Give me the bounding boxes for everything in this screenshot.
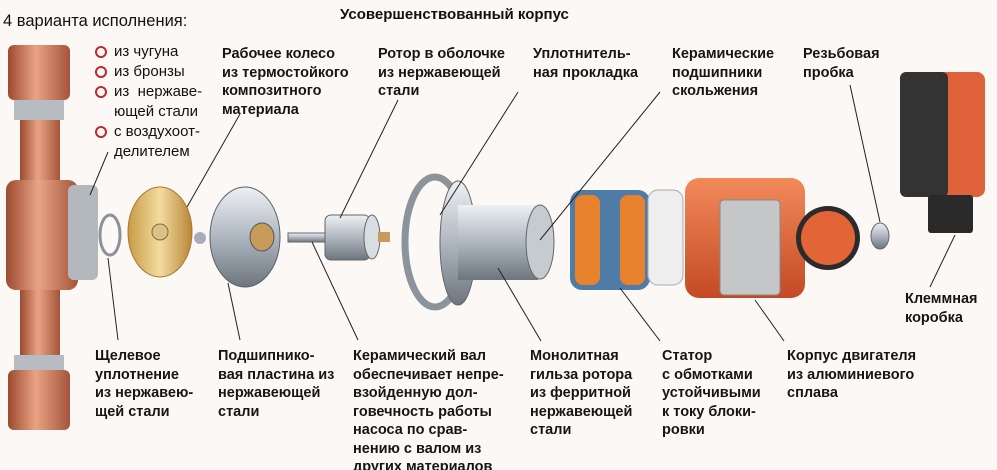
label-impeller: Рабочее колесо из термостойкого композит… xyxy=(222,46,349,118)
label-bearings: Керамические подшипники скольжения xyxy=(672,46,775,99)
list-item: из нержаве- ющей стали xyxy=(95,82,202,122)
variant-label: из бронзы xyxy=(114,63,185,80)
bearing-plate xyxy=(209,186,281,288)
list-item: из бронзы xyxy=(95,62,202,82)
label-ceramic-shaft: Керамический вал обеспечивает непре- взо… xyxy=(353,348,504,470)
bullet-circle-icon xyxy=(95,86,107,98)
bullet-circle-icon xyxy=(95,66,107,78)
threaded-plug xyxy=(870,222,890,250)
stator xyxy=(570,189,684,290)
bullet-circle-icon xyxy=(95,126,107,138)
list-item: из чугуна xyxy=(95,42,202,62)
leader-lines xyxy=(89,84,956,342)
label-plug: Резьбовая пробка xyxy=(803,46,880,81)
terminal-box xyxy=(900,72,985,233)
label-motor-housing: Корпус двигателя из алюминиевого сплава xyxy=(787,348,917,401)
variant-label: с воздухоот- делителем xyxy=(114,123,200,160)
label-rotor-can: Монолитная гильза ротора из ферритной не… xyxy=(530,348,633,438)
pump-casing-pipe xyxy=(6,45,122,430)
impeller xyxy=(127,186,206,278)
variants-list: из чугуна из бронзы из нержаве- ющей ста… xyxy=(95,42,202,162)
list-item: с воздухоот- делителем xyxy=(95,122,202,162)
diagram-title: Усовершенствованный корпус xyxy=(340,6,569,23)
label-terminal-box: Клеммная коробка xyxy=(905,291,978,326)
label-rotor: Ротор в оболочке из нержавеющей стали xyxy=(378,46,505,99)
label-stator: Статор с обмотками устойчивыми к току бл… xyxy=(662,348,761,438)
bullet-circle-icon xyxy=(95,46,107,58)
variant-label: из чугуна xyxy=(114,43,179,60)
variant-label: из нержаве- ющей стали xyxy=(114,83,203,120)
label-gap-seal: Щелевое уплотнение из нержавею- щей стал… xyxy=(95,348,194,420)
ceramic-shaft xyxy=(287,214,390,261)
label-bearing-plate: Подшипнико- вая пластина из нержавеющей … xyxy=(218,348,335,420)
rotor-can xyxy=(439,180,555,306)
motor-housing xyxy=(685,178,860,298)
label-gasket: Уплотнитель- ная прокладка xyxy=(533,46,639,81)
variants-heading: 4 варианта исполнения: xyxy=(3,12,188,30)
